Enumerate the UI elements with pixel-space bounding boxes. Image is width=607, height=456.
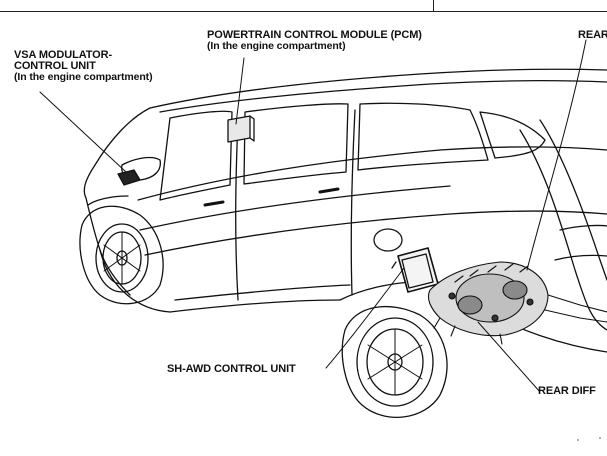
- leader-vsa: [40, 92, 126, 172]
- rear-top-label: REAR: [578, 30, 607, 41]
- scan-specks: [577, 437, 601, 441]
- pcm-unit: [228, 116, 254, 142]
- rear-diff-label: REAR DIFF: [538, 386, 596, 397]
- vsa-label-line3: (In the engine compartment): [14, 72, 152, 83]
- vsa-modulator-unit: [118, 170, 140, 185]
- vsa-modulator-label: VSA MODULATOR- CONTROL UNIT (In the engi…: [14, 50, 152, 83]
- leader-rear-top: [527, 40, 586, 270]
- rear-differential: [428, 262, 607, 344]
- rear-wheel: [342, 307, 447, 418]
- shawd-label: SH-AWD CONTROL UNIT: [167, 364, 296, 375]
- pcm-label-line2: (In the engine compartment): [207, 41, 422, 52]
- pcm-label: POWERTRAIN CONTROL MODULE (PCM) (In the …: [207, 30, 422, 52]
